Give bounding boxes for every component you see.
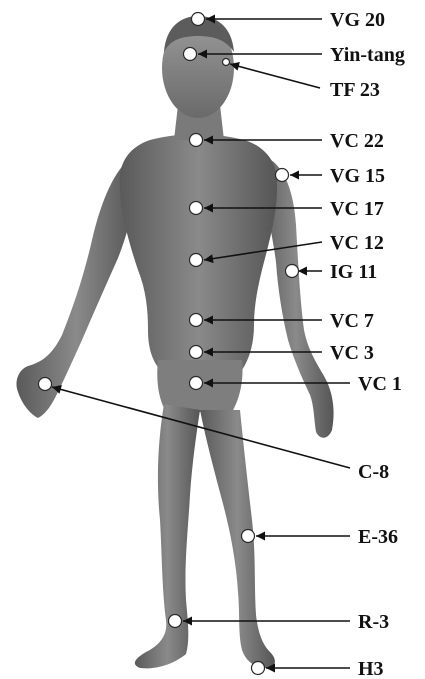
point-label-vc17: VC 17 bbox=[330, 198, 384, 220]
arrowhead-ig11 bbox=[298, 267, 307, 276]
point-marker-vc12 bbox=[190, 254, 203, 267]
leader-line-tf23 bbox=[230, 64, 320, 88]
point-label-vc1: VC 1 bbox=[358, 373, 402, 395]
point-label-h3: H3 bbox=[358, 658, 384, 679]
left-arm bbox=[16, 160, 136, 418]
arrowhead-e36 bbox=[256, 532, 265, 541]
point-label-ig11: IG 11 bbox=[330, 261, 377, 283]
point-marker-vc17 bbox=[190, 202, 203, 215]
left-leg bbox=[135, 404, 200, 668]
point-label-vc3: VC 3 bbox=[330, 342, 374, 364]
point-marker-r3 bbox=[169, 615, 182, 628]
point-marker-yintang bbox=[184, 48, 197, 61]
human-figure-silhouette bbox=[16, 16, 333, 668]
point-label-vc7: VC 7 bbox=[330, 310, 374, 332]
point-marker-c8 bbox=[39, 378, 52, 391]
point-marker-tf23 bbox=[223, 59, 230, 66]
point-marker-h3 bbox=[252, 662, 265, 675]
arrowhead-vg15 bbox=[290, 171, 299, 180]
point-label-vc22: VC 22 bbox=[330, 130, 384, 152]
point-marker-ig11 bbox=[286, 265, 299, 278]
point-label-e36: E-36 bbox=[358, 526, 398, 548]
point-marker-vc1 bbox=[190, 377, 203, 390]
point-label-tf23: TF 23 bbox=[330, 79, 380, 101]
point-label-vg20: VG 20 bbox=[330, 9, 385, 31]
point-marker-vg20 bbox=[192, 13, 205, 26]
point-marker-vc3 bbox=[190, 346, 203, 359]
point-label-r3: R-3 bbox=[358, 611, 389, 633]
point-labels: VG 20 Yin-tang TF 23 VC 22 VG 15 VC 17 VC 12 IG… bbox=[330, 9, 405, 679]
point-marker-vg15 bbox=[276, 169, 289, 182]
point-label-yintang: Yin-tang bbox=[330, 44, 405, 66]
point-label-vg15: VG 15 bbox=[330, 165, 385, 187]
point-marker-vc7 bbox=[190, 314, 203, 327]
point-marker-e36 bbox=[242, 530, 255, 543]
point-label-vc12: VC 12 bbox=[330, 232, 384, 254]
point-label-c8: C-8 bbox=[358, 461, 389, 483]
point-marker-vc22 bbox=[190, 134, 203, 147]
